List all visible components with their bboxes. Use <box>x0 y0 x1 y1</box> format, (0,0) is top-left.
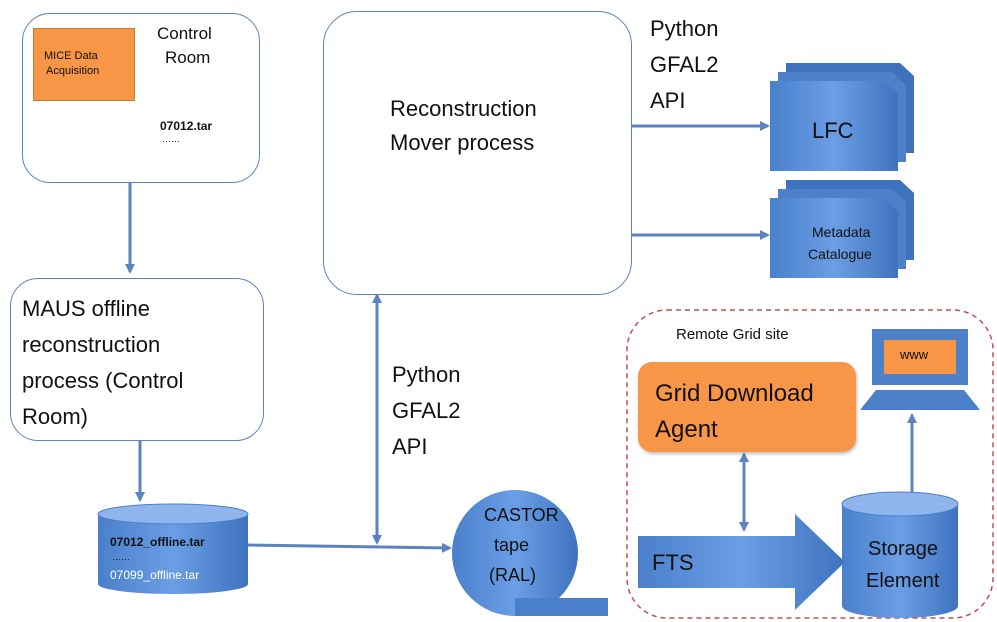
castor-line3: (RAL) <box>489 565 537 585</box>
api-top-line1: Python <box>650 16 719 41</box>
www-label: www <box>900 347 929 362</box>
agent-line2: Agent <box>655 416 718 443</box>
api-top-line2: GFAL2 <box>650 52 719 77</box>
api-mid-line1: Python <box>392 362 461 387</box>
fts-label: FTS <box>652 550 694 575</box>
lfc-stack <box>770 63 914 171</box>
daq-line1: MICE Data <box>44 50 98 62</box>
api-mid-line3: API <box>392 434 428 459</box>
fts-arrow <box>638 514 845 610</box>
metadata-line2: Catalogue <box>808 246 872 262</box>
mover-box <box>323 11 632 295</box>
mover-line1: Reconstruction <box>390 96 537 121</box>
castor-line1: CASTOR <box>484 505 559 525</box>
control-room-title-line1: Control <box>157 24 212 43</box>
offline-cylinder <box>97 503 249 594</box>
maus-box <box>10 278 264 441</box>
tar-last: 07099.tar <box>160 152 211 166</box>
daq-line2: Acquisition <box>46 65 100 77</box>
mover-line2: Mover process <box>390 130 535 155</box>
tar-dots: …… <box>162 134 180 144</box>
api-mid-line2: GFAL2 <box>392 398 461 423</box>
maus-line3: process (Control <box>22 368 184 393</box>
offline-dots: …… <box>112 552 130 562</box>
arrow-offline-to-castor <box>247 542 452 553</box>
remote-site-border <box>626 309 994 619</box>
metadata-line1: Metadata <box>812 224 871 240</box>
daq-box <box>33 28 135 101</box>
control-room-title-line2: Room <box>165 48 211 67</box>
maus-line1: MAUS offline <box>22 296 150 321</box>
computer-icon <box>860 329 980 410</box>
remote-title: Remote Grid site <box>676 326 789 343</box>
maus-line4: Room) <box>22 404 89 429</box>
lfc-label: LFC <box>812 118 854 143</box>
grid-agent-box <box>638 362 856 452</box>
offline-first: 07012_offline.tar <box>110 535 205 549</box>
maus-line2: reconstruction <box>22 332 161 357</box>
agent-line1: Grid Download <box>655 380 814 407</box>
storage-line2: Element <box>866 570 940 592</box>
storage-line1: Storage <box>868 538 939 560</box>
api-top-line3: API <box>650 88 686 113</box>
castor-tape <box>452 490 608 616</box>
metadata-stack <box>770 180 914 278</box>
offline-last: 07099_offline.tar <box>110 568 200 582</box>
storage-cylinder <box>841 491 959 618</box>
castor-line2: tape <box>494 535 530 555</box>
tar-first: 07012.tar <box>160 119 213 133</box>
